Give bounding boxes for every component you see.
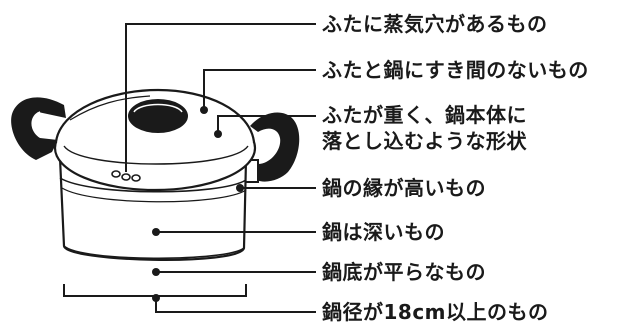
lid-knob [128, 99, 188, 133]
dot-high-rim [236, 184, 244, 192]
leader-lid-vent [125, 23, 316, 172]
label-lid-heavy-line2: 落とし込むような形状 [322, 129, 527, 153]
leader-lines [125, 23, 316, 313]
label-deep: 鍋は深いもの [322, 220, 445, 244]
dot-deep [152, 228, 160, 236]
leader-lid-fit [203, 69, 316, 108]
label-lid-heavy-line1: ふたが重く、鍋本体に [322, 103, 527, 127]
leader-lid-heavy [217, 115, 316, 132]
leader-diameter [155, 298, 316, 313]
leader-dots [152, 106, 244, 302]
label-flat-bottom: 鍋底が平らなもの [322, 260, 486, 284]
dot-lid-heavy [214, 130, 222, 138]
steam-holes [111, 170, 141, 182]
left-handle [11, 97, 66, 160]
label-lid-vent: ふたに蒸気穴があるもの [322, 12, 548, 36]
label-high-rim: 鍋の縁が高いもの [322, 176, 486, 200]
dot-lid-fit [200, 106, 208, 114]
label-lid-heavy: ふたが重く、鍋本体に 落とし込むような形状 [322, 102, 527, 154]
label-diameter: 鍋径が18cm以上のもの [322, 300, 549, 324]
label-lid-fit: ふたと鍋にすき間のないもの [322, 58, 589, 82]
dot-flat-bottom [152, 268, 160, 276]
dot-diameter [152, 294, 160, 302]
